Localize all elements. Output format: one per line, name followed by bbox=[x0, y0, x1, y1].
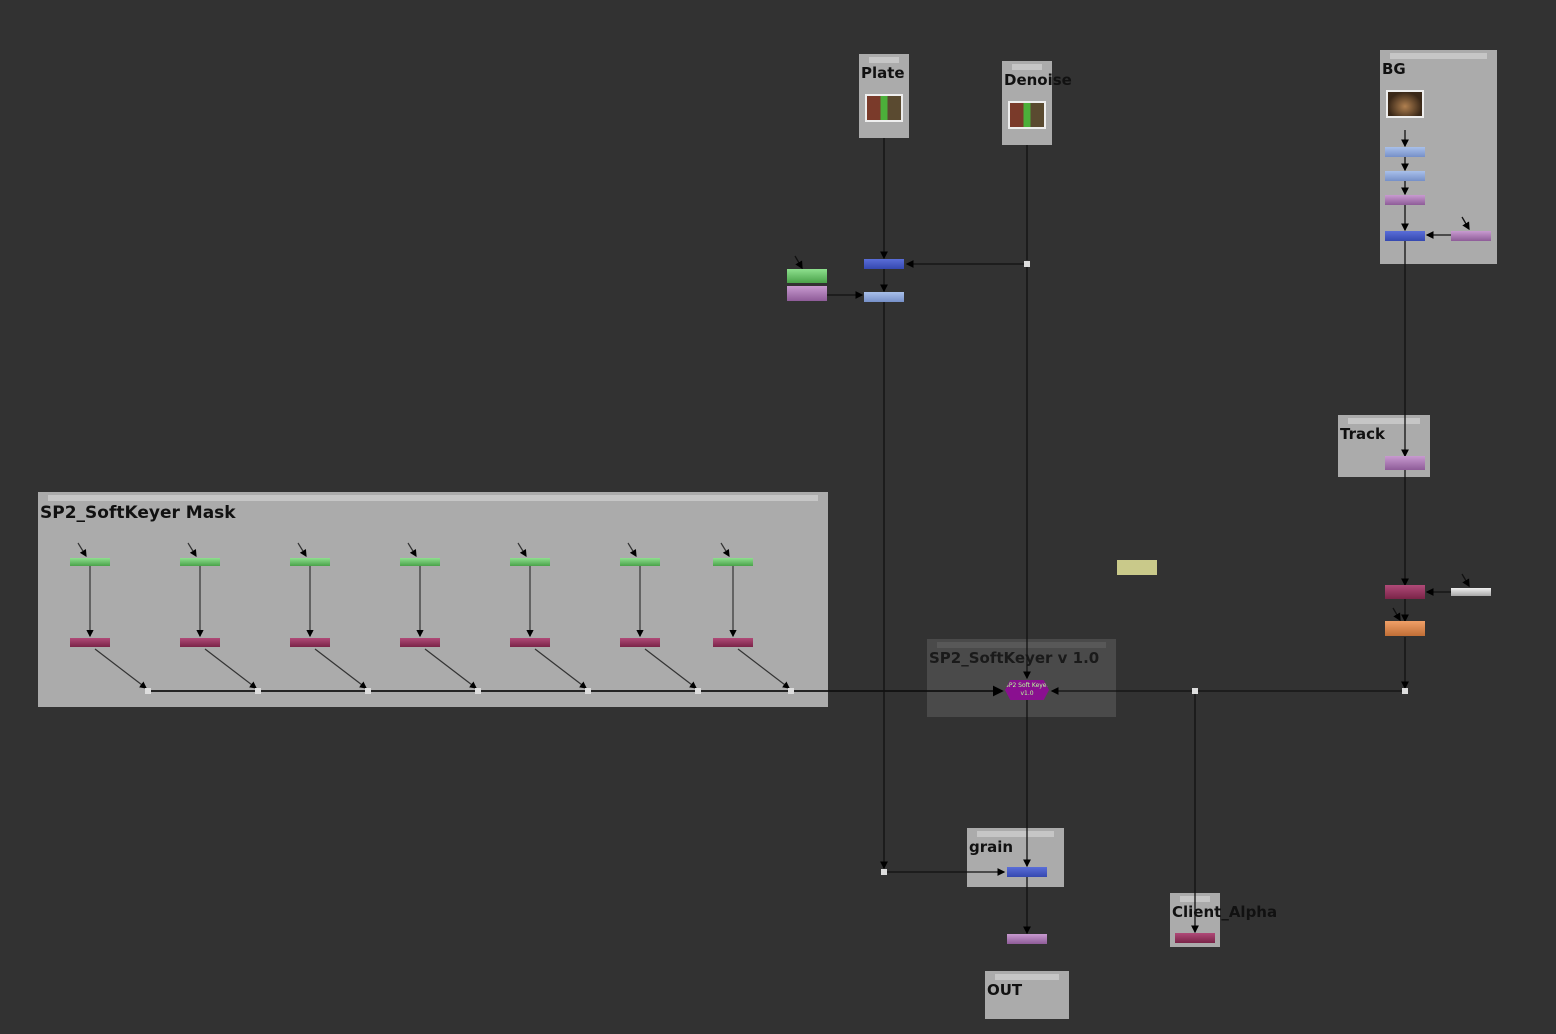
mask-wire bbox=[424, 648, 477, 689]
mask-wire bbox=[407, 542, 417, 558]
mask-roto-node[interactable] bbox=[713, 558, 753, 566]
backdrop-bg[interactable]: BG bbox=[1380, 50, 1497, 264]
backdrop-label: Denoise bbox=[1004, 71, 1072, 89]
dot-node[interactable] bbox=[881, 869, 887, 875]
mask-shuffle-node[interactable] bbox=[620, 638, 660, 647]
dot-node[interactable] bbox=[1024, 261, 1030, 267]
mask-shuffle-node[interactable] bbox=[290, 638, 330, 647]
mask-wire bbox=[297, 542, 307, 558]
output-transform-node[interactable] bbox=[1007, 934, 1047, 944]
backdrop-grain[interactable]: grain bbox=[967, 828, 1064, 887]
mask-wire bbox=[644, 648, 697, 689]
merge-node[interactable] bbox=[864, 259, 904, 269]
mask-roto-node[interactable] bbox=[180, 558, 220, 566]
backdrop-label: BG bbox=[1382, 60, 1406, 78]
grain-merge-node[interactable] bbox=[1007, 867, 1047, 877]
mask-roto-node[interactable] bbox=[620, 558, 660, 566]
mask-dot-node[interactable] bbox=[695, 688, 701, 694]
backdrop-softkeyer-mask[interactable]: SP2_SoftKeyer Mask bbox=[38, 492, 828, 707]
backdrop-label: Plate bbox=[861, 64, 905, 82]
bg-thumbnail bbox=[1386, 90, 1424, 118]
backdrop-label: Track bbox=[1340, 425, 1385, 443]
constant-node[interactable] bbox=[1451, 588, 1491, 596]
gizmo-label-line1: SP2 Soft Keyer bbox=[1005, 682, 1049, 689]
grade-node[interactable] bbox=[864, 292, 904, 302]
backdrop-out[interactable]: OUT bbox=[985, 971, 1069, 1019]
backdrop-label: SP2_SoftKeyer Mask bbox=[40, 503, 236, 523]
mask-wire bbox=[204, 648, 257, 689]
mask-dot-node[interactable] bbox=[475, 688, 481, 694]
bg-merge-node[interactable] bbox=[1385, 231, 1425, 241]
mask-shuffle-node[interactable] bbox=[510, 638, 550, 647]
sticky-note[interactable] bbox=[1117, 560, 1157, 575]
bg-grade-node-1[interactable] bbox=[1385, 147, 1425, 157]
read-node-denoise[interactable] bbox=[1002, 101, 1052, 141]
keymix-node[interactable] bbox=[1385, 585, 1425, 599]
backdrop-label: SP2_SoftKeyer v 1.0 bbox=[929, 649, 1100, 667]
mask-roto-node[interactable] bbox=[510, 558, 550, 566]
backdrop-softkeyer[interactable]: SP2_SoftKeyer v 1.0 bbox=[927, 639, 1116, 717]
dot-node[interactable] bbox=[1192, 688, 1198, 694]
mask-wire bbox=[187, 542, 197, 558]
mask-shuffle-node[interactable] bbox=[400, 638, 440, 647]
bg-transform-node-2[interactable] bbox=[1451, 231, 1491, 241]
backdrop-label: Client_Alpha bbox=[1172, 903, 1278, 921]
backdrop-label: OUT bbox=[987, 981, 1023, 999]
mask-wire bbox=[534, 648, 587, 689]
mask-wire bbox=[517, 542, 527, 558]
read-node-plate[interactable] bbox=[859, 94, 909, 134]
bg-transform-node[interactable] bbox=[1385, 195, 1425, 205]
mask-wire bbox=[314, 648, 367, 689]
mask-shuffle-node[interactable] bbox=[713, 638, 753, 647]
client-alpha-node[interactable] bbox=[1175, 933, 1215, 943]
mask-dot-node[interactable] bbox=[145, 688, 151, 694]
mask-dot-node[interactable] bbox=[585, 688, 591, 694]
mask-wire bbox=[94, 648, 147, 689]
dot-node[interactable] bbox=[1402, 688, 1408, 694]
track-transform-node[interactable] bbox=[1385, 456, 1425, 470]
mask-roto-node[interactable] bbox=[70, 558, 110, 566]
mask-wire bbox=[737, 648, 790, 689]
mask-dot-node[interactable] bbox=[365, 688, 371, 694]
bg-grade-node-2[interactable] bbox=[1385, 171, 1425, 181]
plate-thumbnail bbox=[865, 94, 903, 122]
blur-node[interactable] bbox=[1385, 621, 1425, 636]
mask-wire bbox=[720, 542, 730, 558]
mask-shuffle-node[interactable] bbox=[180, 638, 220, 647]
mask-wire bbox=[627, 542, 637, 558]
roto-node[interactable] bbox=[787, 269, 827, 283]
mask-shuffle-node[interactable] bbox=[70, 638, 110, 647]
mask-wire bbox=[77, 542, 87, 558]
gizmo-label-line2: v1.0 bbox=[1020, 690, 1034, 697]
read-node-bg[interactable] bbox=[1380, 90, 1430, 130]
denoise-thumbnail bbox=[1008, 101, 1046, 129]
mask-dot-node[interactable] bbox=[255, 688, 261, 694]
transform-node[interactable] bbox=[787, 286, 827, 301]
mask-roto-node[interactable] bbox=[290, 558, 330, 566]
backdrop-label: grain bbox=[969, 838, 1014, 856]
mask-dot-node[interactable] bbox=[788, 688, 794, 694]
mask-roto-node[interactable] bbox=[400, 558, 440, 566]
